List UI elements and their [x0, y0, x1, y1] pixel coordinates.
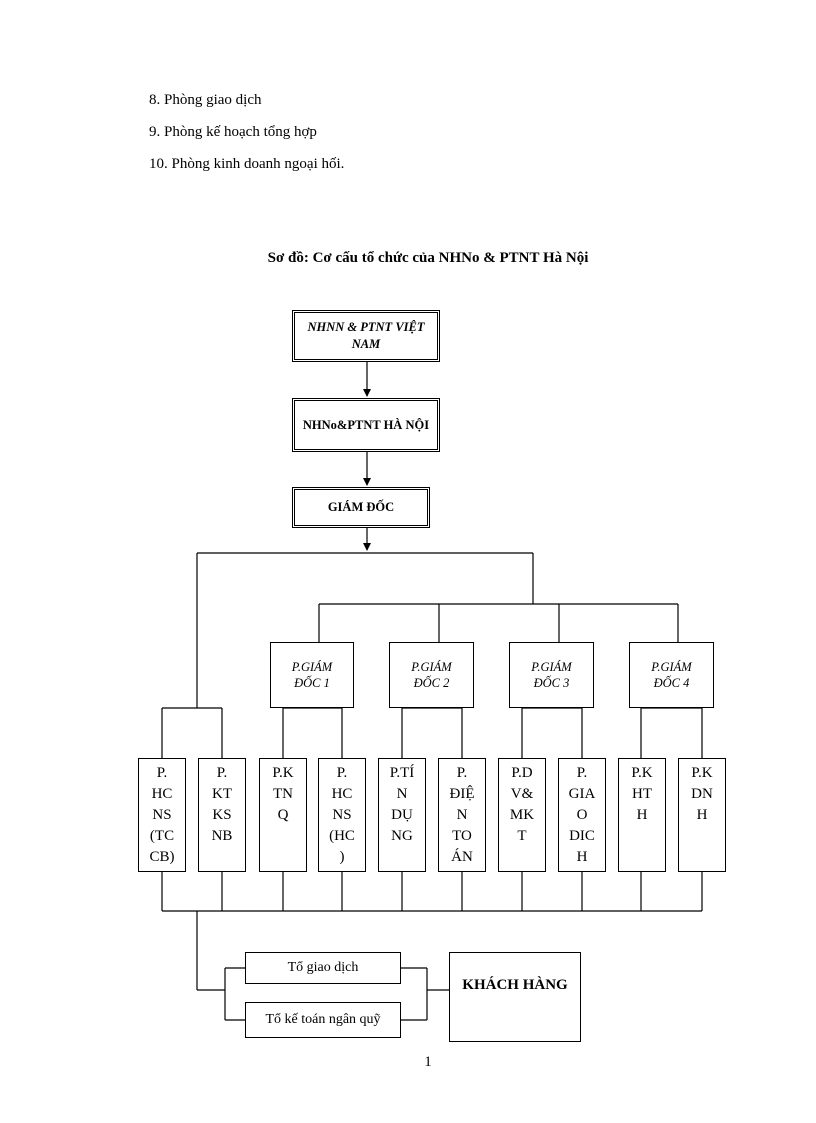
vice-director-2-label: P.GIÁM ĐỐC 2 [411, 660, 452, 690]
dept-text: KT [212, 786, 232, 802]
dept-khth: P.K HT H [618, 758, 666, 872]
vice-director-3-label: P.GIÁM ĐỐC 3 [531, 660, 572, 690]
dept-text: HC [331, 786, 353, 802]
dept-text: H [576, 849, 588, 865]
dept-text: P. [156, 765, 168, 781]
dept-kdnh: P.K DN H [678, 758, 726, 872]
box-nhnn-label: NHNN & PTNT VIỆT NAM [307, 320, 425, 351]
dept-text: P. [456, 765, 468, 781]
dept-text: P.TÍ [389, 765, 415, 781]
box-vice-director-3: P.GIÁM ĐỐC 3 [509, 642, 594, 708]
dept-dien-toan: P. ĐIỆ N TO ÁN [438, 758, 486, 872]
dept-text: (TC [149, 828, 175, 844]
dept-text: P. [336, 765, 348, 781]
dept-text: NG [391, 828, 413, 844]
dept-text: HT [632, 786, 652, 802]
dept-text: TN [273, 786, 293, 802]
dept-tin-dung: P.TÍ N DỤ NG [378, 758, 426, 872]
dept-hcns-hc: P. HC NS (HC) [318, 758, 366, 872]
dept-text: NS [332, 807, 352, 823]
dept-text: H [696, 807, 708, 823]
box-nhno-ptnt-hanoi: NHNo&PTNT HÀ NỘI [292, 398, 440, 452]
dept-hcns-tccb: P. HC NS (TC CB) [138, 758, 186, 872]
box-director-label: GIÁM ĐỐC [327, 500, 395, 514]
dept-text: NS [152, 807, 172, 823]
dept-text: P. [576, 765, 588, 781]
dept-text: P.K [691, 765, 713, 781]
dept-ktksnb: P. KT KS NB [198, 758, 246, 872]
dept-text: ĐIỆ [449, 786, 475, 802]
box-nhnn-ptnt-vietnam: NHNN & PTNT VIỆT NAM [292, 310, 440, 362]
dept-text: TO [452, 828, 472, 844]
list-item-10: 10. Phòng kinh doanh ngoại hối. [149, 156, 345, 172]
dept-text: MK [509, 807, 535, 823]
list-item-9: 9. Phòng kế hoạch tổng hợp [149, 124, 317, 140]
dept-text: DỤ [391, 807, 413, 823]
dept-text: P. [216, 765, 228, 781]
page-number: 1 [424, 1054, 432, 1070]
box-team-treasury: Tổ kế toán ngân quỹ [245, 1002, 401, 1038]
dept-text: ÁN [451, 849, 473, 865]
box-vice-director-1: P.GIÁM ĐỐC 1 [270, 642, 354, 708]
box-customer: KHÁCH HÀNG [449, 952, 581, 1042]
list-item-8: 8. Phòng giao dịch [149, 92, 262, 108]
dept-text: N [456, 807, 468, 823]
dept-text: CB) [149, 849, 175, 865]
dept-text: O [576, 807, 588, 823]
dept-text: Q [277, 807, 289, 823]
diagram-title: Sơ đồ: Cơ cấu tổ chức của NHNo & PTNT Hà… [267, 250, 589, 266]
team-transactions-label: Tổ giao dịch [287, 960, 359, 975]
team-treasury-label: Tổ kế toán ngân quỹ [265, 1012, 381, 1027]
box-nhno-label: NHNo&PTNT HÀ NỘI [302, 417, 430, 432]
dept-text: (HC [329, 828, 355, 844]
customer-label: KHÁCH HÀNG [462, 977, 568, 993]
dept-text: HC [151, 786, 173, 802]
dept-dv-mkt: P.D V&MK T [498, 758, 546, 872]
vice-director-4-label: P.GIÁM ĐỐC 4 [651, 660, 692, 690]
dept-text: ) [339, 849, 345, 865]
dept-text: P.K [631, 765, 653, 781]
dept-text: P.K [272, 765, 294, 781]
box-team-transactions: Tổ giao dịch [245, 952, 401, 984]
dept-text: N [396, 786, 408, 802]
dept-text: P.D [511, 765, 533, 781]
vice-director-1-label: P.GIÁM ĐỐC 1 [291, 660, 333, 690]
dept-text: T [517, 828, 527, 844]
dept-ktnq: P.K TN Q [259, 758, 307, 872]
dept-giao-dich: P. GIA O DIC H [558, 758, 606, 872]
box-vice-director-2: P.GIÁM ĐỐC 2 [389, 642, 474, 708]
dept-text: DIC [569, 828, 595, 844]
dept-text: NB [211, 828, 233, 844]
dept-text: V& [510, 786, 534, 802]
box-director: GIÁM ĐỐC [292, 487, 430, 528]
box-vice-director-4: P.GIÁM ĐỐC 4 [629, 642, 714, 708]
dept-text: DN [691, 786, 713, 802]
dept-text: KS [212, 807, 232, 823]
dept-text: H [636, 807, 648, 823]
dept-text: GIA [568, 786, 596, 802]
